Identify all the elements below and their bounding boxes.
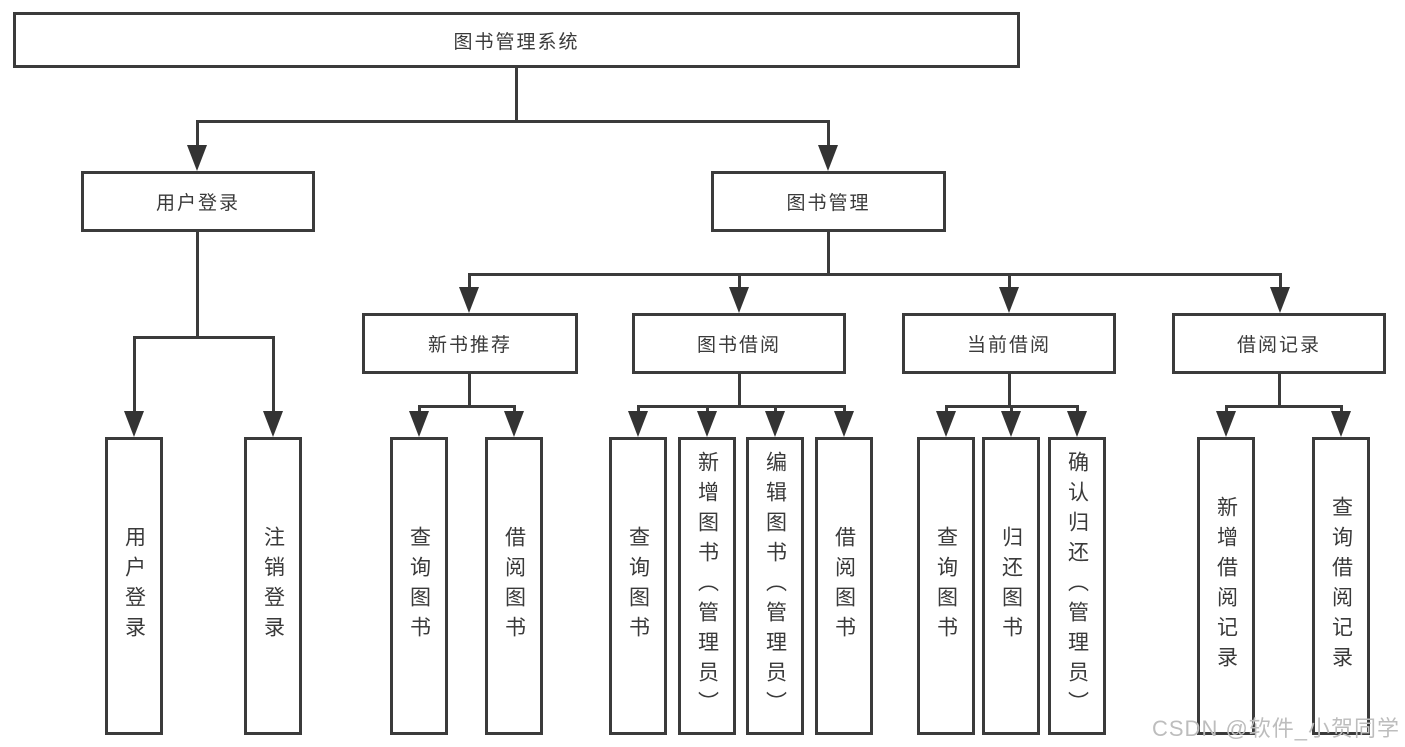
- arrowhead-down-icon: [834, 411, 854, 437]
- connector-line: [196, 232, 199, 336]
- node-label: 用户登录: [155, 193, 240, 214]
- connector-line: [827, 232, 830, 275]
- node-current-borrow: 当前借阅: [902, 313, 1116, 374]
- leaf-logout: 注销登录: [244, 437, 302, 735]
- arrowhead-down-icon: [124, 411, 144, 437]
- arrowhead-down-icon: [1067, 411, 1087, 437]
- node-label: 编辑图书（管理员）: [763, 451, 787, 721]
- node-label: 查询图书: [626, 526, 650, 646]
- arrowhead-down-icon: [263, 411, 283, 437]
- connector-line: [637, 405, 640, 413]
- connector-line: [515, 68, 518, 120]
- node-label: 新增图书（管理员）: [695, 451, 719, 721]
- connector-line: [133, 336, 274, 339]
- node-label: 查询图书: [934, 526, 958, 646]
- node-book-borrow: 图书借阅: [632, 313, 846, 374]
- connector-line: [827, 120, 830, 147]
- leaf-query-books-borrow: 查询图书: [609, 437, 667, 735]
- node-label: 用户登录: [122, 526, 146, 646]
- connector-line: [843, 405, 846, 413]
- arrowhead-down-icon: [818, 145, 838, 171]
- node-new-book-recommend: 新书推荐: [362, 313, 578, 374]
- leaf-add-books-admin: 新增图书（管理员）: [678, 437, 736, 735]
- node-label: 新增借阅记录: [1214, 496, 1238, 676]
- connector-line: [513, 405, 516, 413]
- connector-line: [738, 273, 741, 289]
- node-book-management: 图书管理: [711, 171, 946, 232]
- node-label: 注销登录: [261, 526, 285, 646]
- connector-line: [272, 336, 275, 413]
- arrowhead-down-icon: [936, 411, 956, 437]
- connector-line: [468, 273, 1281, 276]
- arrowhead-down-icon: [409, 411, 429, 437]
- node-label: 图书管理: [786, 193, 871, 214]
- connector-line: [1340, 405, 1343, 413]
- arrowhead-down-icon: [187, 145, 207, 171]
- arrowhead-down-icon: [1001, 411, 1021, 437]
- leaf-query-borrow-record: 查询借阅记录: [1312, 437, 1370, 735]
- node-label: 查询借阅记录: [1329, 496, 1353, 676]
- node-label: 查询图书: [407, 526, 431, 646]
- arrowhead-down-icon: [999, 287, 1019, 313]
- connector-line: [468, 273, 471, 289]
- connector-line: [1278, 374, 1281, 405]
- connector-line: [1008, 273, 1011, 289]
- node-label: 借阅图书: [832, 526, 856, 646]
- leaf-edit-books-admin: 编辑图书（管理员）: [746, 437, 804, 735]
- node-label: 借阅记录: [1236, 335, 1321, 356]
- leaf-borrow-books-recommend: 借阅图书: [485, 437, 543, 735]
- node-borrow-record: 借阅记录: [1172, 313, 1386, 374]
- leaf-return-books: 归还图书: [982, 437, 1040, 735]
- connector-line: [468, 374, 471, 405]
- connector-line: [196, 120, 830, 123]
- node-label: 图书管理系统: [453, 31, 580, 53]
- leaf-confirm-return-admin: 确认归还（管理员）: [1048, 437, 1106, 735]
- node-label: 确认归还（管理员）: [1065, 451, 1089, 721]
- connector-line: [1279, 273, 1282, 289]
- arrowhead-down-icon: [729, 287, 749, 313]
- connector-line: [418, 405, 421, 413]
- connector-line: [133, 336, 136, 413]
- connector-line: [1008, 374, 1011, 405]
- connector-line: [196, 120, 199, 147]
- arrowhead-down-icon: [765, 411, 785, 437]
- connector-line: [1225, 405, 1228, 413]
- connector-line: [1225, 405, 1343, 408]
- connector-line: [1010, 405, 1013, 413]
- leaf-query-books-current: 查询图书: [917, 437, 975, 735]
- connector-line: [706, 405, 709, 413]
- arrowhead-down-icon: [1270, 287, 1290, 313]
- arrowhead-down-icon: [504, 411, 524, 437]
- leaf-add-borrow-record: 新增借阅记录: [1197, 437, 1255, 735]
- arrowhead-down-icon: [1216, 411, 1236, 437]
- connector-line: [774, 405, 777, 413]
- arrowhead-down-icon: [697, 411, 717, 437]
- arrowhead-down-icon: [628, 411, 648, 437]
- csdn-watermark: CSDN @软件_小贺同学: [1152, 716, 1401, 741]
- leaf-borrow-books: 借阅图书: [815, 437, 873, 735]
- arrowhead-down-icon: [1331, 411, 1351, 437]
- node-label: 归还图书: [999, 526, 1023, 646]
- arrowhead-down-icon: [459, 287, 479, 313]
- connector-line: [418, 405, 516, 408]
- connector-line: [637, 405, 845, 408]
- node-label: 当前借阅: [966, 335, 1051, 356]
- node-label: 图书借阅: [696, 335, 781, 356]
- node-label: 借阅图书: [502, 526, 526, 646]
- node-root: 图书管理系统: [13, 12, 1020, 68]
- leaf-user-login: 用户登录: [105, 437, 163, 735]
- leaf-query-books-recommend: 查询图书: [390, 437, 448, 735]
- connector-line: [738, 374, 741, 405]
- node-user-login: 用户登录: [81, 171, 315, 232]
- connector-line: [1076, 405, 1079, 413]
- node-label: 新书推荐: [427, 335, 512, 356]
- connector-line: [945, 405, 948, 413]
